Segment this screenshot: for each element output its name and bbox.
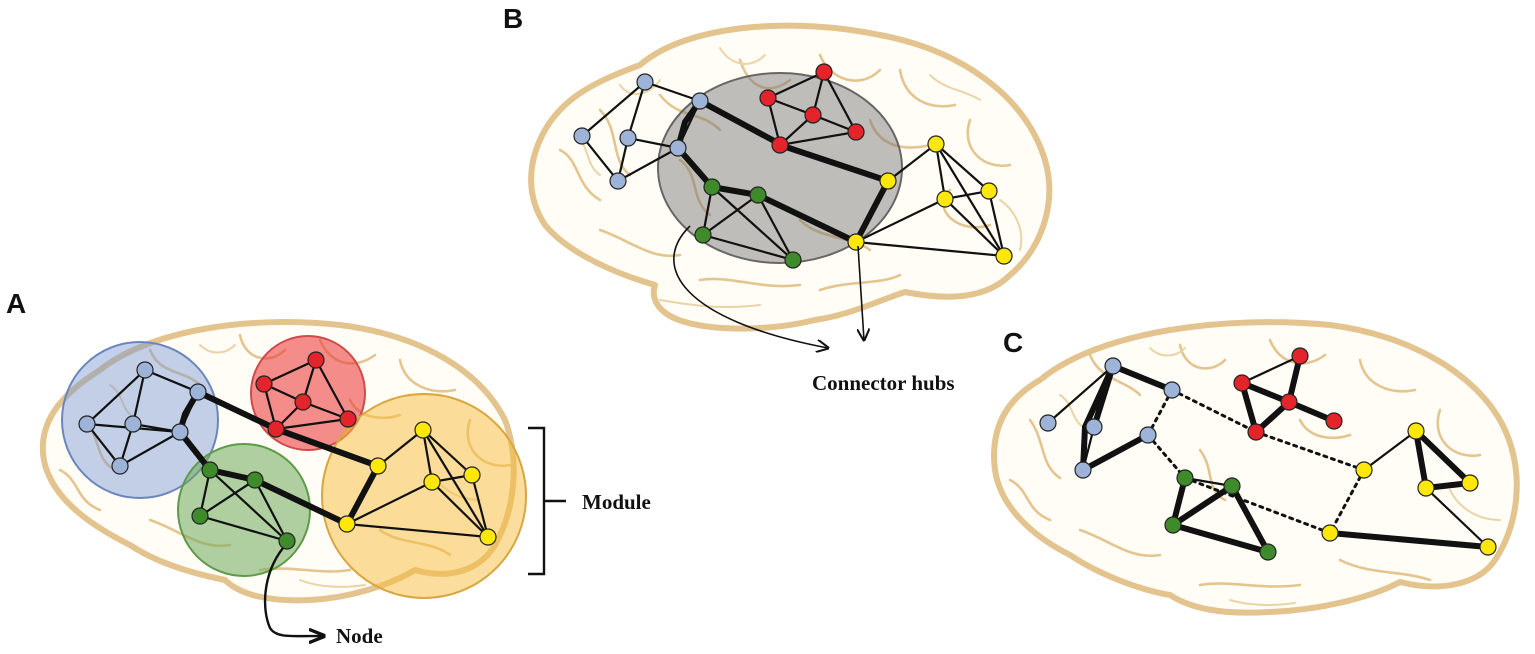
node	[1291, 347, 1309, 365]
node-arrow	[263, 547, 324, 636]
node	[1325, 412, 1343, 430]
node	[307, 351, 325, 369]
node	[201, 461, 219, 479]
node	[879, 172, 897, 190]
node	[369, 457, 387, 475]
node	[609, 172, 627, 190]
node	[703, 178, 721, 196]
node	[1176, 469, 1194, 487]
node	[1085, 418, 1103, 436]
network-nodes-c	[1039, 347, 1497, 561]
node	[136, 361, 154, 379]
node	[191, 507, 209, 525]
panel-a: A	[6, 288, 651, 648]
connector-hub-arrow-right	[858, 245, 864, 340]
node-label: Node	[336, 624, 383, 648]
node	[246, 471, 264, 489]
node	[124, 415, 142, 433]
node	[815, 63, 833, 81]
node	[1039, 414, 1057, 432]
node	[1280, 393, 1298, 411]
node	[78, 415, 96, 433]
node	[1321, 524, 1339, 542]
node	[1163, 381, 1181, 399]
node	[1417, 479, 1435, 497]
network-nodes-b	[573, 63, 1013, 269]
panel-b: B	[503, 3, 1053, 395]
node	[278, 532, 296, 550]
node	[255, 375, 273, 393]
node	[669, 139, 687, 157]
module-label: Module	[582, 490, 651, 514]
node	[189, 383, 207, 401]
node	[1223, 477, 1241, 495]
node	[111, 457, 129, 475]
node	[1104, 357, 1122, 375]
node	[267, 420, 285, 438]
module-bracket	[528, 426, 566, 576]
node	[691, 92, 709, 110]
node	[463, 466, 481, 484]
node	[784, 251, 802, 269]
node	[1355, 461, 1373, 479]
panel-c: C	[991, 319, 1520, 616]
panel-c-label: C	[1003, 327, 1023, 358]
node	[1233, 374, 1251, 392]
node	[1479, 538, 1497, 556]
network-nodes-a	[78, 351, 497, 550]
node	[847, 233, 865, 251]
node	[636, 73, 654, 91]
panel-b-label: B	[503, 3, 523, 34]
module-yellow	[321, 393, 527, 599]
node	[694, 226, 712, 244]
node	[294, 393, 312, 411]
node	[1164, 516, 1182, 534]
node	[749, 186, 767, 204]
node	[479, 528, 497, 546]
connector-hub-arrow-left	[673, 225, 828, 348]
node	[1074, 461, 1092, 479]
connector-hubs-label: Connector hubs	[812, 371, 955, 395]
node	[759, 89, 777, 107]
node	[936, 190, 954, 208]
node	[995, 247, 1013, 265]
node	[980, 182, 998, 200]
node	[423, 473, 441, 491]
node	[1407, 422, 1425, 440]
node	[1461, 474, 1479, 492]
network-edges-a	[85, 359, 491, 543]
node	[171, 423, 189, 441]
node	[573, 127, 591, 145]
brain-c	[991, 319, 1520, 616]
node	[1139, 426, 1157, 444]
node	[619, 129, 637, 147]
node	[847, 123, 865, 141]
node	[1247, 423, 1265, 441]
node	[1259, 543, 1277, 561]
panel-a-label: A	[6, 288, 26, 319]
brain-b	[528, 22, 1053, 332]
node	[804, 106, 822, 124]
node	[339, 410, 357, 428]
node	[414, 421, 432, 439]
node	[927, 135, 945, 153]
connector-hub-region	[657, 72, 903, 264]
node	[338, 515, 356, 533]
node	[771, 136, 789, 154]
